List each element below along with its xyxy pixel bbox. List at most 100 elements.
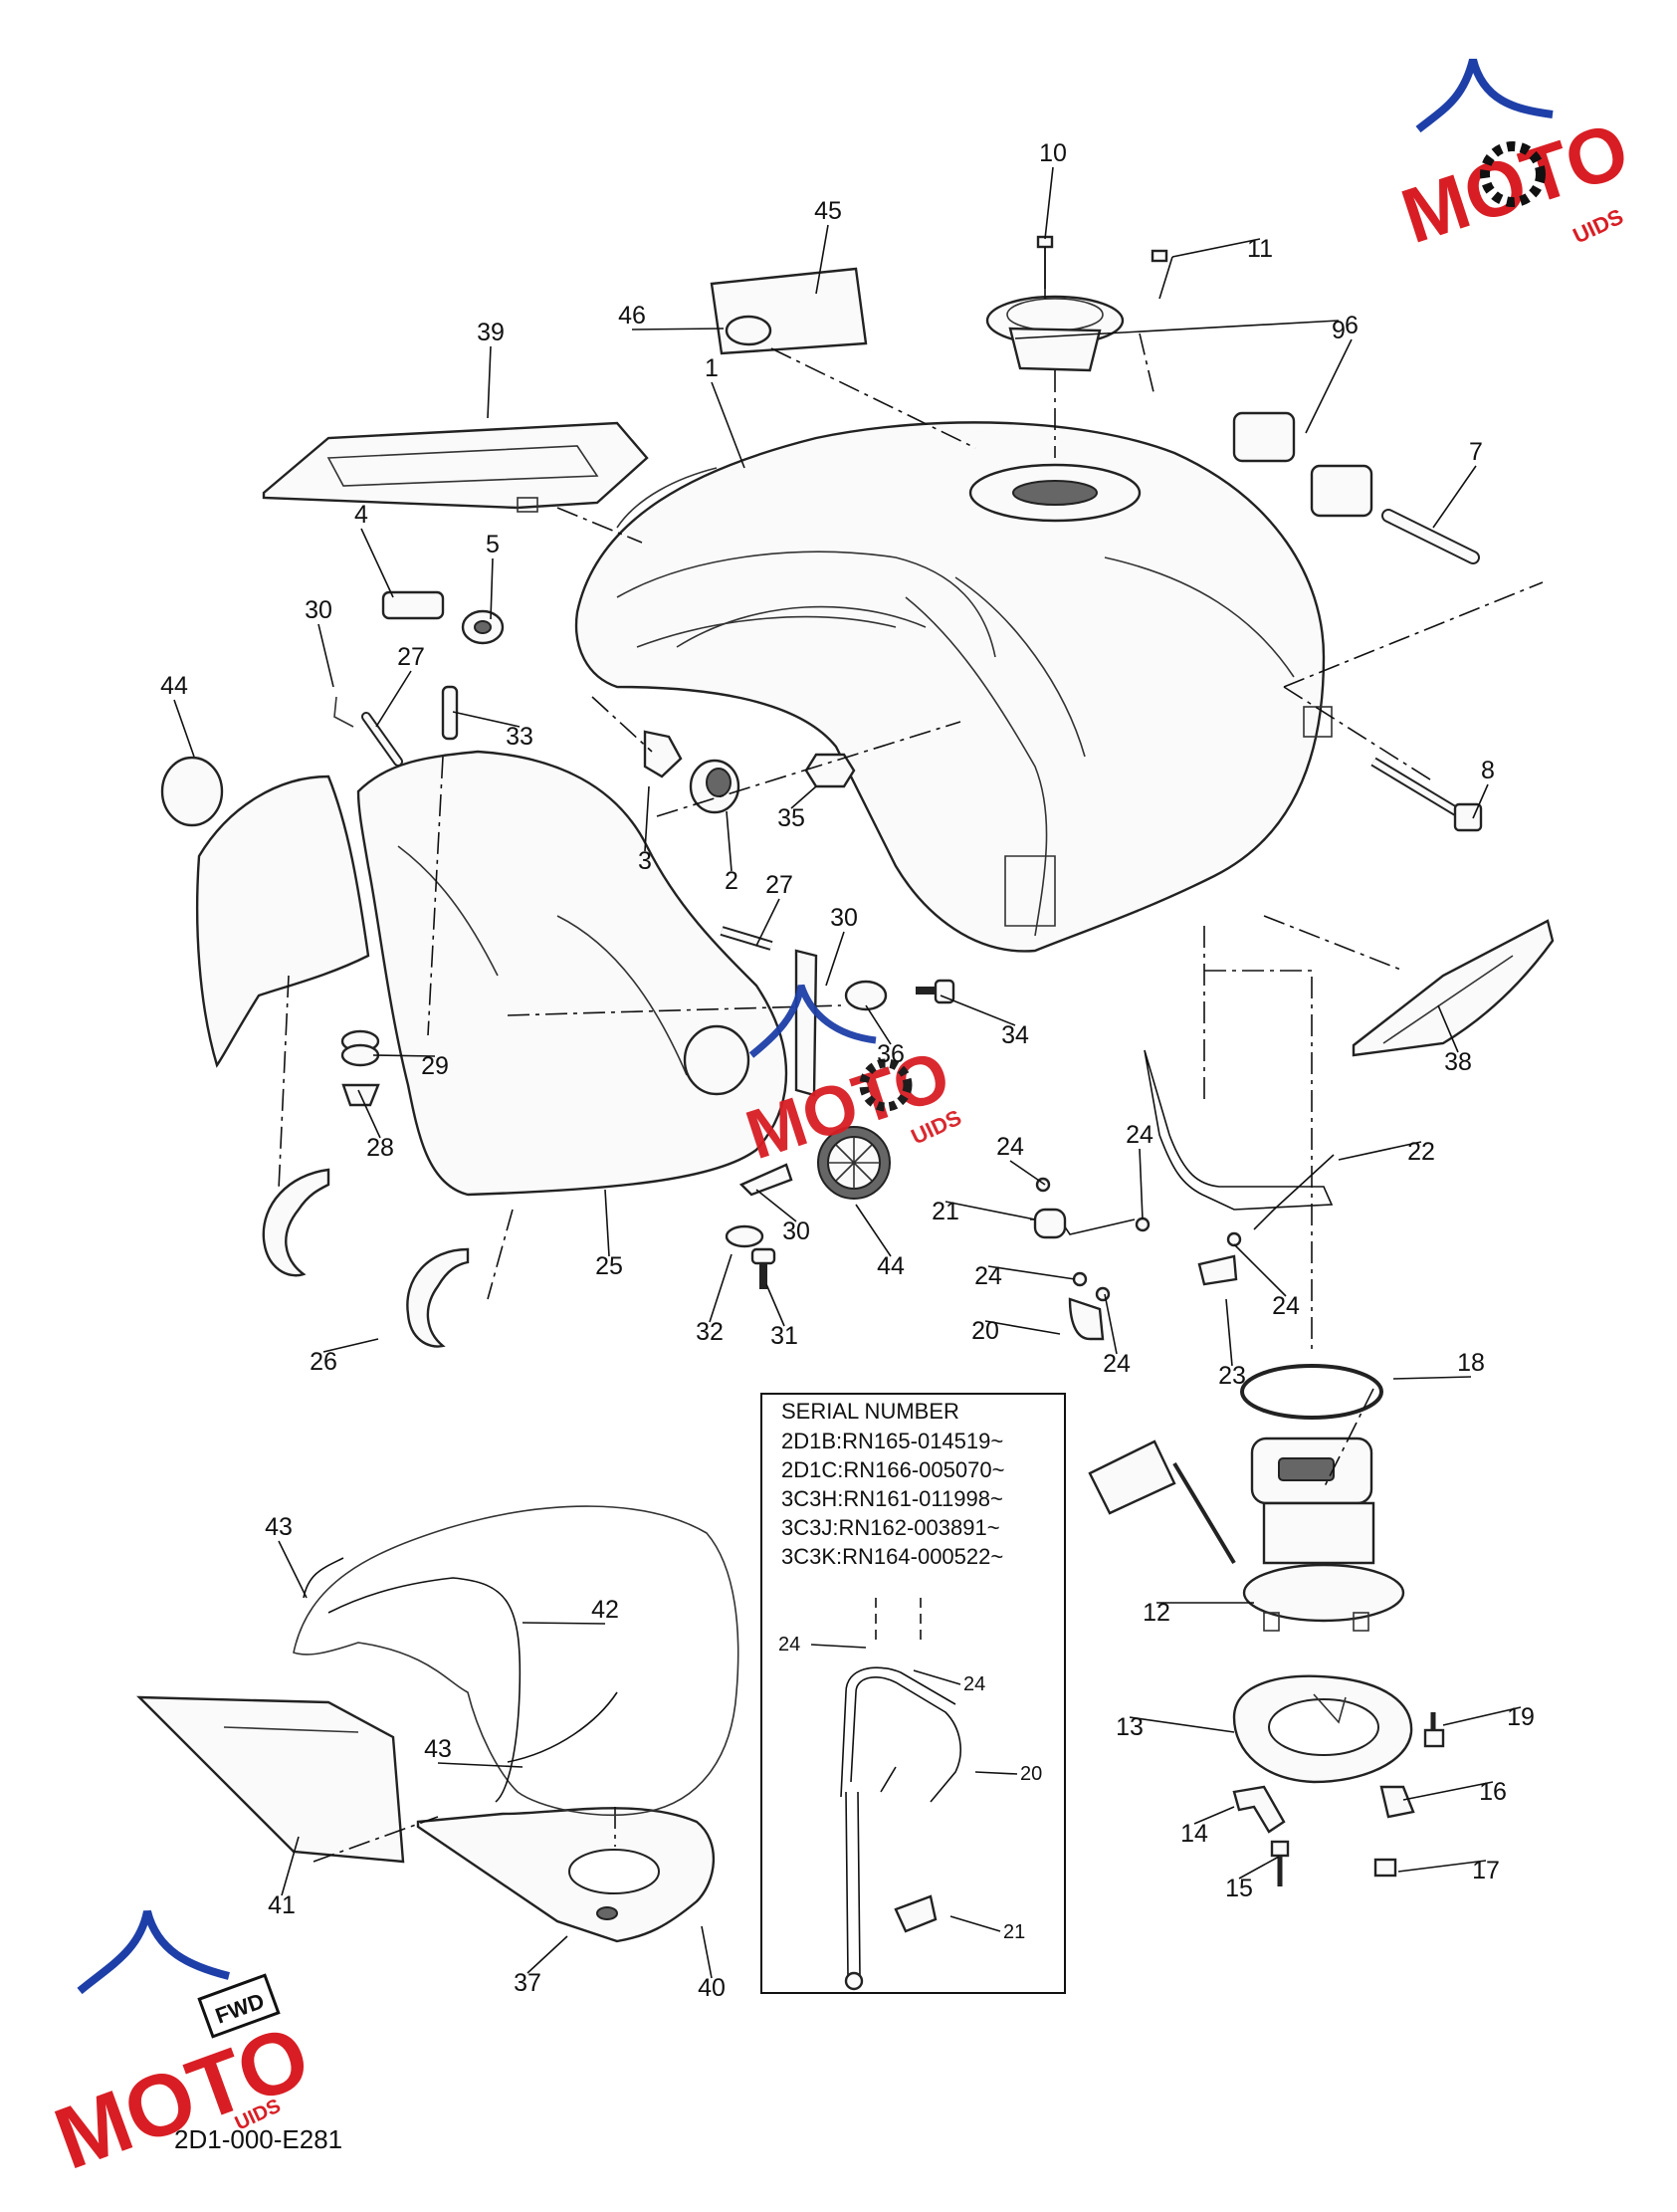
leader-7: [1432, 465, 1477, 529]
leader-1: [711, 381, 745, 469]
callout-28: 28: [366, 1134, 394, 1162]
callout-23: 23: [1218, 1362, 1246, 1390]
callout-31: 31: [770, 1322, 798, 1350]
leader-27: [375, 670, 412, 728]
leader-3: [644, 785, 650, 852]
inset-callout: 21: [1003, 1921, 1025, 1943]
leader-19: [1442, 1706, 1522, 1726]
part-18-o-ring: [1240, 1364, 1383, 1420]
leader-16: [1402, 1781, 1494, 1801]
callout-16: 16: [1479, 1778, 1507, 1806]
callout-43: 43: [265, 1513, 293, 1541]
leader-14: [1193, 1806, 1235, 1825]
parts-27-30-33: [333, 685, 459, 767]
part-44-cap: [160, 756, 891, 1200]
leader-24: [987, 1265, 1076, 1280]
callout-24: 24: [996, 1133, 1024, 1161]
lower-tank-outline: [293, 1505, 739, 1817]
leader-27: [755, 898, 780, 947]
part-illustrations: [136, 235, 1555, 1943]
parts-37-40-41: [136, 1695, 716, 1943]
leader-18: [1392, 1376, 1472, 1380]
part-25-tank-cover: [195, 750, 842, 1197]
callout-44: 44: [160, 672, 188, 700]
leader-32: [709, 1253, 733, 1323]
callout-27: 27: [397, 643, 425, 671]
leader-34: [940, 995, 1016, 1026]
callout-46: 46: [618, 302, 646, 330]
moto-guids-logo-top: MOTO UIDS: [1391, 58, 1638, 260]
leader-43: [437, 1762, 524, 1768]
leader-9: [1014, 320, 1340, 339]
callout-24: 24: [1126, 1121, 1153, 1149]
bolts-10-11: [1036, 235, 1168, 289]
leader-26: [322, 1338, 379, 1353]
leader-30: [825, 931, 845, 987]
serial-number-line: 3C3H:RN161-011998~: [781, 1486, 1003, 1511]
part-1-fuel-tank: [574, 421, 1333, 953]
serial-number-line: 3C3K:RN164-000522~: [781, 1544, 1003, 1569]
callout-10: 10: [1039, 139, 1067, 167]
part-12-fuel-pump: [1088, 1437, 1405, 1632]
leader-44: [855, 1204, 892, 1257]
callout-21: 21: [932, 1198, 959, 1225]
callout-15: 15: [1225, 1875, 1253, 1902]
leader-25: [604, 1189, 610, 1257]
leader-33: [452, 711, 521, 728]
callout-30: 30: [782, 1217, 810, 1245]
leader-4: [360, 528, 394, 598]
callout-44: 44: [877, 1252, 905, 1280]
leader-35: [790, 785, 817, 809]
callout-8: 8: [1481, 757, 1495, 784]
leader-23: [1225, 1298, 1233, 1367]
leader-2: [726, 810, 733, 872]
leader-38: [1437, 1004, 1459, 1053]
callout-42: 42: [591, 1596, 619, 1624]
callout-22: 22: [1407, 1138, 1435, 1166]
part-45-label: [710, 267, 868, 355]
leader-5: [490, 557, 494, 620]
parts-14-15-16-17-19: [1232, 1712, 1445, 1886]
leader-40: [701, 1925, 713, 1979]
callout-24: 24: [1272, 1292, 1300, 1320]
callout-29: 29: [421, 1052, 449, 1080]
svg-text:UIDS: UIDS: [1570, 204, 1627, 249]
callout-41: 41: [268, 1891, 296, 1919]
callout-11: 11: [1247, 235, 1273, 263]
callout-20: 20: [971, 1317, 999, 1345]
leader-24: [1233, 1243, 1287, 1297]
leader-44: [173, 699, 195, 758]
callout-30: 30: [305, 596, 332, 624]
leader-20: [984, 1320, 1061, 1335]
callout-7: 7: [1469, 438, 1483, 466]
inset-hose-drawing: [840, 1598, 961, 1991]
callout-33: 33: [506, 723, 533, 751]
serial-number-line: 3C3J:RN162-003891~: [781, 1515, 1000, 1540]
inset-callout: 20: [1020, 1763, 1042, 1785]
leader-30: [755, 1189, 797, 1222]
serial-number-inset: SERIAL NUMBER 2D1B:RN165-014519~ 2D1C:RN…: [760, 1393, 1066, 1994]
serial-number-line: 2D1B:RN165-014519~: [781, 1429, 1003, 1453]
leader-39: [487, 345, 492, 419]
leader-17: [1397, 1860, 1487, 1873]
leader-10: [1044, 166, 1054, 240]
callout-13: 13: [1116, 1713, 1144, 1741]
parts-4-5-fasteners: [381, 590, 505, 645]
callout-24: 24: [974, 1262, 1002, 1290]
callout-14: 14: [1180, 1820, 1208, 1848]
callout-25: 25: [595, 1252, 623, 1280]
leader-30: [317, 623, 334, 688]
leader-43: [278, 1540, 308, 1599]
callout-3: 3: [638, 847, 652, 875]
callout-39: 39: [477, 319, 505, 346]
serial-number-title: SERIAL NUMBER: [781, 1399, 959, 1424]
leader-11: [1171, 238, 1261, 258]
callout-37: 37: [514, 1969, 541, 1997]
callout-35: 35: [777, 804, 805, 832]
leader-42: [522, 1622, 606, 1625]
leader-24: [1104, 1293, 1118, 1355]
inset-callout: 24: [963, 1673, 985, 1695]
callout-leaders: [173, 166, 1522, 1979]
